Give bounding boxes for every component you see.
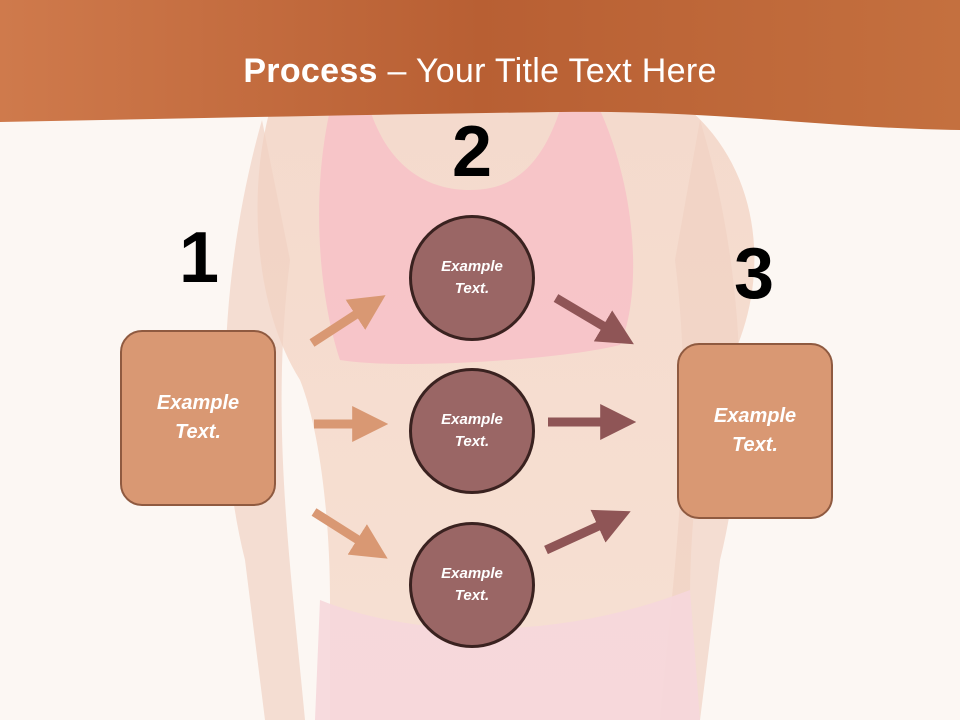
step-2-circle-2-text: Example Text. — [441, 410, 503, 451]
step-3-number: 3 — [733, 234, 775, 314]
arrow-1-to-2a — [309, 295, 386, 347]
step-3-text: Example Text. — [713, 405, 797, 456]
step-2-circle-2: Example Text. — [409, 368, 535, 494]
arrow-1-to-2c — [311, 508, 388, 559]
arrow-2c-to-3 — [544, 509, 631, 555]
title-rest: – Your Title Text Here — [377, 52, 717, 90]
step-1-box: Example Text. — [120, 330, 276, 506]
step-2-circle-1: Example Text. — [409, 215, 535, 341]
title-lead: Process — [243, 52, 378, 90]
slide-title: Process – Your Title Text Here — [0, 52, 960, 91]
arrow-2a-to-3 — [553, 294, 634, 345]
step-3-box: Example Text. — [677, 343, 833, 519]
shorts-shape — [315, 590, 700, 720]
step-1-text: Example Text. — [156, 392, 240, 443]
step-2-circle-3: Example Text. — [409, 522, 535, 648]
title-band — [0, 0, 960, 130]
step-1-number: 1 — [178, 218, 220, 298]
step-2-number: 2 — [451, 112, 493, 192]
step-2-circle-1-text: Example Text. — [441, 257, 503, 298]
step-2-circle-3-text: Example Text. — [441, 564, 503, 605]
